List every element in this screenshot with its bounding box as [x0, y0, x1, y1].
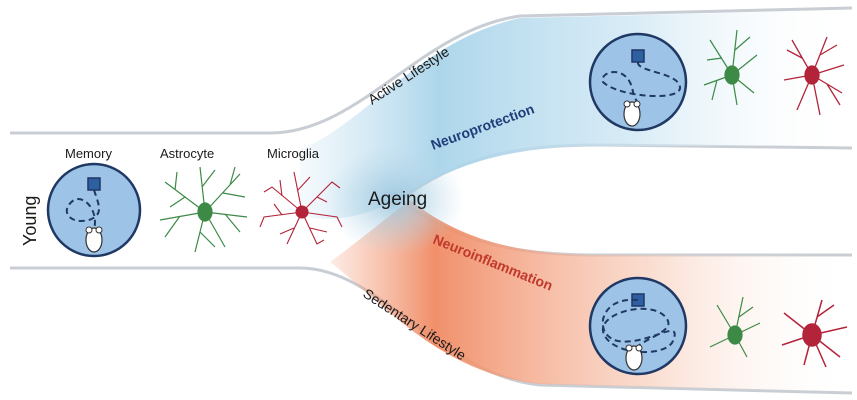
mouse-icon	[623, 100, 641, 127]
microglia-icon	[783, 36, 845, 116]
neuroinflammation-glow	[330, 200, 852, 392]
ageing-glow	[325, 145, 465, 255]
water-maze-icon	[46, 162, 142, 258]
platform-icon	[631, 49, 645, 63]
astrocyte-icon	[709, 296, 761, 358]
astrocyte-icon	[703, 29, 758, 106]
memory-label: Memory	[65, 146, 112, 161]
mouse-icon	[85, 226, 103, 253]
mouse-icon	[625, 344, 643, 371]
microglia-icon	[781, 299, 848, 368]
astrocyte-icon	[159, 166, 248, 253]
microglia-label: Microglia	[267, 146, 320, 161]
microglia-icon	[259, 171, 343, 245]
water-maze-icon	[588, 276, 688, 376]
ageing-label: Ageing	[368, 189, 427, 210]
astrocyte-label: Astrocyte	[160, 146, 214, 161]
platform-icon	[87, 177, 101, 191]
young-label: Young	[20, 196, 40, 246]
water-maze-icon	[588, 32, 688, 132]
